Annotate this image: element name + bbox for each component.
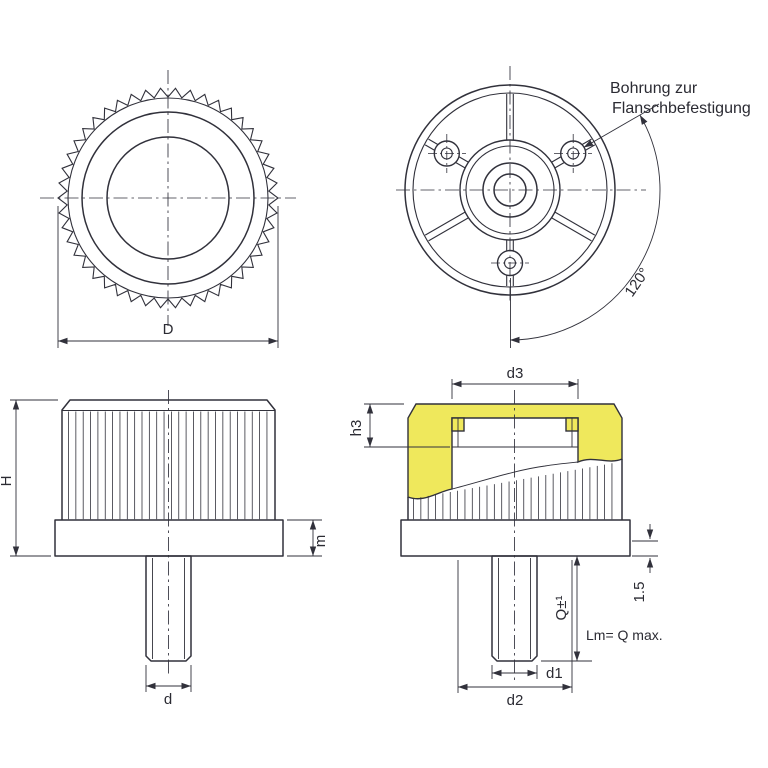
- spoke-line: [552, 210, 596, 236]
- dim-label-Q: Q±¹: [553, 596, 570, 621]
- dim-label-d1: d1: [546, 665, 563, 682]
- note-bohrung-line2: Flanschbefestigung: [612, 100, 751, 117]
- dim-label-D: D: [163, 321, 174, 338]
- dim-label-120: 120°: [621, 265, 653, 300]
- stud-outline: [491, 555, 538, 662]
- spoke-line: [548, 215, 592, 242]
- top-view: D: [40, 70, 296, 348]
- side-view: H m d: [0, 390, 329, 708]
- note-bohrung-line1: Bohrung zur: [610, 80, 698, 97]
- dim-label-m: m: [312, 535, 329, 548]
- stud-outline: [145, 555, 192, 662]
- mounting-boss: [428, 134, 466, 173]
- dim-label-H: H: [0, 476, 15, 487]
- knurl-lines: [413, 463, 613, 520]
- mounting-boss: [554, 134, 592, 173]
- knurl-lines: [68, 411, 268, 520]
- dim-label-d3: d3: [507, 365, 524, 382]
- spoke-line: [428, 215, 472, 242]
- dim-label-d2: d2: [507, 692, 524, 709]
- underside-view: 120° Bohrung zur Flanschbefestigung: [396, 66, 751, 348]
- flange-outline: [54, 519, 284, 557]
- note-lm: Lm= Q max.: [586, 627, 663, 643]
- flange-outline: [400, 519, 631, 557]
- break-line: [451, 461, 579, 490]
- spoke-line: [424, 210, 468, 236]
- dim-label-1-5: 1.5: [631, 582, 648, 603]
- angle-dimension-arc: [509, 114, 661, 344]
- section-view: d3 h3 Q±¹ 1.5 Lm= Q max. d1 d2: [348, 365, 663, 709]
- dim-label-h3: h3: [348, 420, 365, 437]
- dim-label-d: d: [164, 691, 172, 708]
